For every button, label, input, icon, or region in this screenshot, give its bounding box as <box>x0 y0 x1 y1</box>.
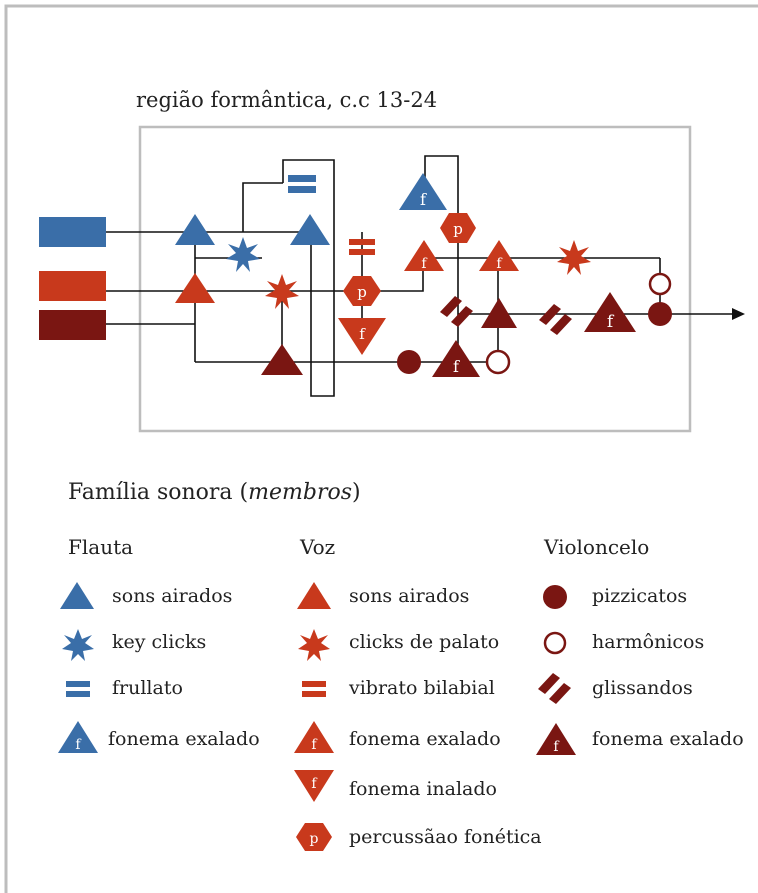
legend-label: sons airados <box>112 585 233 607</box>
asterisk-icon <box>62 629 94 661</box>
flauta-fonema-exalado-triangle-f: f <box>399 173 447 210</box>
violoncelo-fonema-triangle <box>481 298 517 328</box>
svg-text:f: f <box>75 737 82 753</box>
violoncelo-harmonico-circle <box>485 349 511 375</box>
legend-label: harmônicos <box>592 631 705 653</box>
flauta-frullato-bar <box>288 186 316 193</box>
double-slash-icon <box>538 673 571 704</box>
legend-column-flauta: Flauta <box>68 535 134 559</box>
legend-column-violoncelo: Violoncelo <box>544 535 650 559</box>
legend-title: Família sonora (membros) <box>68 480 361 505</box>
filled-circle-icon <box>543 585 567 609</box>
legend-label: pizzicatos <box>592 585 688 607</box>
voz-vibrato-bilabial-bar <box>349 249 375 255</box>
formant-diagram: f p p f f f f <box>39 125 745 433</box>
violoncelo-fonema-exalado-triangle-f: f <box>584 292 636 332</box>
svg-text:f: f <box>311 737 318 753</box>
flauta-source-bar <box>39 217 106 247</box>
legend-label: percussãao fonética <box>349 826 542 848</box>
voz-fonema-exalado-triangle-f: f <box>479 240 519 272</box>
violoncelo-glissando-slash <box>539 304 572 335</box>
svg-text:p: p <box>310 831 319 847</box>
violoncelo-source-bar <box>39 310 106 340</box>
flauta-frullato-bar <box>288 175 316 182</box>
svg-text:f: f <box>496 256 503 272</box>
legend-label: fonema exalado <box>592 728 744 750</box>
svg-text:p: p <box>357 283 367 301</box>
triangle-f-icon: f <box>58 721 98 753</box>
legend-label: fonema exalado <box>108 728 260 750</box>
svg-text:f: f <box>359 325 366 343</box>
voz-vibrato-bilabial-bar <box>349 239 375 245</box>
legend-label: vibrato bilabial <box>349 677 495 699</box>
voz-clicks-de-palato-asterisk <box>557 240 591 275</box>
violoncelo-harmonico-circle <box>648 272 672 296</box>
region-box <box>138 125 692 433</box>
triangle-f-icon: f <box>294 721 334 753</box>
legend-label: fonema exalado <box>349 728 501 750</box>
voz-fonema-exalado-triangle-f: f <box>404 240 444 272</box>
violoncelo-pizzicato-circle <box>648 302 672 326</box>
legend-label: fonema inalado <box>349 778 497 800</box>
violoncelo-fonema-exalado-triangle-f: f <box>432 340 480 377</box>
svg-text:f: f <box>553 739 560 755</box>
region-title: região formântica, c.c 13-24 <box>136 88 438 112</box>
legend-label: sons airados <box>349 585 470 607</box>
voz-fonema-inalado-triangle-down-f: f <box>338 318 386 355</box>
flauta-sons-airados-triangle <box>290 214 330 245</box>
violoncelo-glissando-slash <box>440 296 473 327</box>
svg-text:f: f <box>421 256 428 272</box>
asterisk-icon <box>298 629 330 661</box>
double-bar-icon <box>66 681 90 697</box>
voz-percussao-hexagon-p: p <box>343 276 381 306</box>
voz-sons-airados-triangle <box>175 273 215 303</box>
svg-text:f: f <box>453 357 460 376</box>
legend-label: frullato <box>112 677 183 699</box>
arrow-head <box>732 308 745 320</box>
legend-label: clicks de palato <box>349 631 500 653</box>
voz-percussao-hexagon-p: p <box>440 213 476 243</box>
connection-lines <box>106 155 735 397</box>
flauta-key-clicks-asterisk <box>226 237 260 272</box>
svg-text:f: f <box>311 776 318 792</box>
triangle-icon <box>60 582 94 609</box>
triangle-f-icon: f <box>536 723 576 755</box>
legend-label: key clicks <box>112 631 207 653</box>
violoncelo-pizzicato-circle <box>397 350 421 374</box>
flauta-sons-airados-triangle <box>175 214 215 245</box>
triangle-down-f-icon: f <box>294 770 334 802</box>
svg-text:f: f <box>420 190 427 209</box>
legend-column-voz: Voz <box>300 535 336 559</box>
voz-clicks-de-palato-asterisk <box>265 274 299 309</box>
legend-label: glissandos <box>592 677 693 699</box>
svg-text:f: f <box>607 312 615 332</box>
double-bar-icon <box>302 681 326 697</box>
voz-source-bar <box>39 271 106 301</box>
open-circle-icon <box>543 631 567 655</box>
svg-text:p: p <box>453 220 463 238</box>
violoncelo-fonema-triangle <box>261 344 303 375</box>
hexagon-p-icon: p <box>296 823 332 851</box>
triangle-icon <box>297 582 331 609</box>
